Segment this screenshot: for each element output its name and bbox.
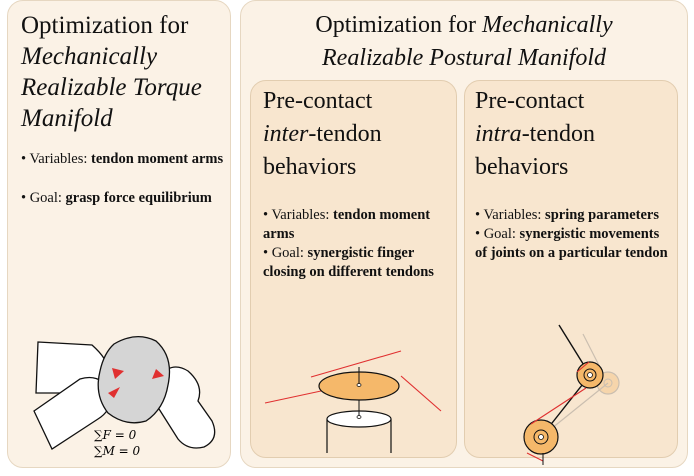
torque-manifold-title: Optimization for Mechanically Realizable…	[21, 10, 227, 134]
pulley-illustration	[264, 350, 442, 453]
goal-bullet: • Goal: grasp force equilibrium	[21, 190, 212, 206]
intra-tendon-title: Pre-contact intra-tendon behaviors	[475, 85, 670, 184]
tendon-line	[526, 361, 590, 462]
goal-bullet: • Goal: synergistic finger closing on di…	[263, 245, 434, 280]
joint-chain-illustration	[523, 324, 620, 465]
contact-force-arrow	[112, 368, 124, 379]
torque-manifold-panel: Optimization for Mechanically Realizable…	[7, 0, 231, 468]
torque-manifold-bullets: • Variables: tendon moment arms • Goal: …	[21, 150, 227, 208]
title-line: Manifold	[21, 105, 113, 132]
grasped-object	[97, 336, 171, 424]
title-line: Realizable Torque	[21, 74, 202, 101]
variables-bullet: • Variables: tendon moment arms	[21, 151, 224, 167]
tendon-line	[310, 350, 402, 378]
force-equation: ∑F = 0	[94, 428, 137, 442]
goal-bullet: • Goal: synergistic movements of joints …	[475, 226, 668, 261]
tendon-line	[400, 375, 442, 412]
title-line: Pre-contact	[263, 88, 373, 114]
grasp-illustration: ∑F = 0 ∑M = 0	[33, 336, 216, 458]
intra-tendon-bullets: • Variables: spring parameters • Goal: s…	[475, 206, 670, 263]
title-line: Mechanically	[21, 43, 158, 70]
inter-tendon-bullets: • Variables: tendon moment arms • Goal: …	[263, 206, 453, 282]
title-line: behaviors	[263, 154, 357, 180]
variables-bullet: • Variables: spring parameters	[475, 207, 660, 223]
postural-manifold-panel: Optimization for Mechanically Realizable…	[240, 0, 688, 468]
cylinder-body	[326, 419, 392, 453]
postural-manifold-title: Optimization for Mechanically Realizable…	[241, 9, 687, 75]
intra-tendon-panel: Pre-contact intra-tendon behaviors • Var…	[464, 80, 678, 465]
contact-force-arrow	[152, 369, 164, 379]
variables-bullet: • Variables: tendon moment arms	[263, 207, 431, 242]
inter-tendon-title: Pre-contact inter-tendon behaviors	[263, 85, 453, 184]
title-line: inter-tendon	[263, 121, 382, 147]
title-line: Realizable Postural Manifold	[322, 45, 606, 71]
title-line: Pre-contact	[475, 88, 585, 114]
moment-equation: ∑M = 0	[94, 444, 141, 458]
contact-force-arrow	[108, 387, 120, 398]
inter-tendon-panel: Pre-contact inter-tendon behaviors • Var…	[250, 80, 457, 458]
title-line: Optimization for Mechanically	[315, 12, 613, 38]
title-line: behaviors	[475, 154, 569, 180]
title-line: Optimization for	[21, 12, 189, 39]
title-line: intra-tendon	[475, 121, 595, 147]
